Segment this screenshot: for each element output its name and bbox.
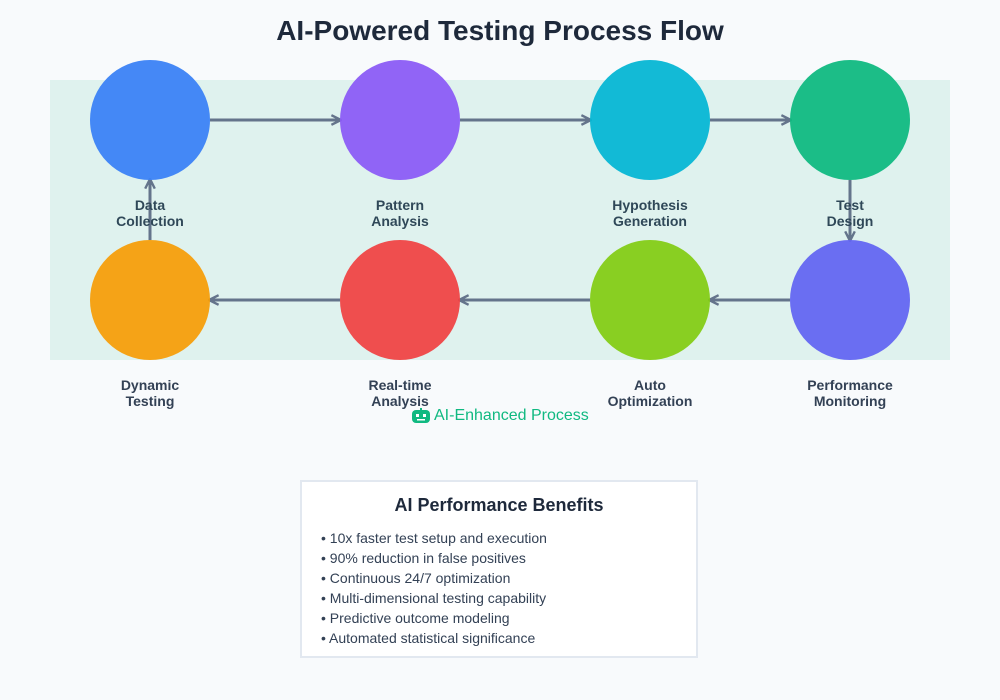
benefits-panel: AI Performance Benefits • 10x faster tes… [300,480,698,658]
node-label-auto-optimization: Optimization [608,393,693,409]
node-pattern-analysis [340,60,460,180]
node-label-test-design: Design [827,213,874,229]
node-label-test-design: Test [836,197,864,213]
node-label-hypothesis-generation: Generation [613,213,687,229]
benefit-item: • Predictive outcome modeling [321,610,510,626]
node-label-data-collection: Data [135,197,166,213]
node-label-auto-optimization: Auto [634,377,666,393]
node-label-pattern-analysis: Pattern [376,197,424,213]
benefits-title: AI Performance Benefits [394,495,604,515]
benefit-item: • Multi-dimensional testing capability [321,590,547,606]
benefit-item: • 10x faster test setup and execution [321,530,547,546]
node-hypothesis-generation [590,60,710,180]
labels-layer: DataCollectionPatternAnalysisHypothesisG… [116,197,893,409]
ai-enhanced-label: AI-Enhanced Process [434,407,589,424]
node-real-time-analysis [340,240,460,360]
node-label-real-time-analysis: Analysis [371,393,429,409]
node-label-performance-monitoring: Performance [807,377,893,393]
node-label-dynamic-testing: Dynamic [121,377,180,393]
node-label-real-time-analysis: Real-time [368,377,431,393]
edges-layer [150,120,850,300]
benefits-list: • 10x faster test setup and execution • … [321,528,547,648]
benefit-item: • Continuous 24/7 optimization [321,570,511,586]
node-performance-monitoring [790,240,910,360]
benefit-item: • 90% reduction in false positives [321,550,526,566]
nodes-layer [90,60,910,360]
robot-icon [412,408,430,423]
ai-enhanced-badge: AI-Enhanced Process [412,407,589,424]
node-label-performance-monitoring: Monitoring [814,393,886,409]
node-label-dynamic-testing: Testing [126,393,175,409]
node-label-hypothesis-generation: Hypothesis [612,197,688,213]
page-title: AI-Powered Testing Process Flow [276,15,724,46]
benefit-item: • Automated statistical significance [321,630,536,646]
node-label-data-collection: Collection [116,213,184,229]
node-label-pattern-analysis: Analysis [371,213,429,229]
node-test-design [790,60,910,180]
node-data-collection [90,60,210,180]
node-auto-optimization [590,240,710,360]
node-dynamic-testing [90,240,210,360]
